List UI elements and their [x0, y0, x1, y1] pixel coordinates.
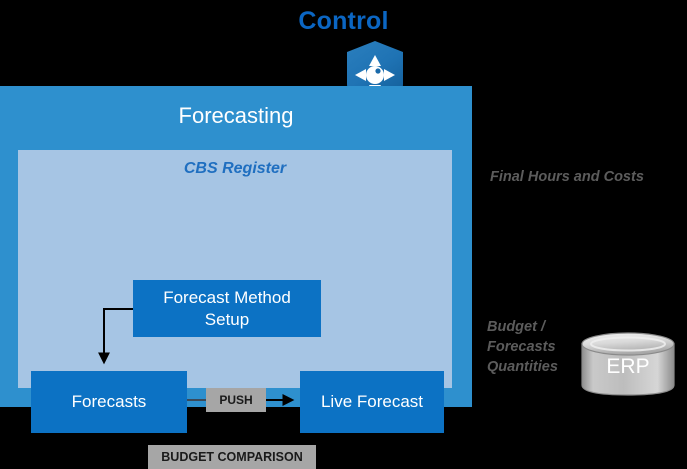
erp-database[interactable]: ERP [578, 331, 678, 399]
forecasting-panel: Forecasting CBS Register Forecas [0, 86, 472, 469]
diagram-canvas: Control Forecasting CBS Register [0, 7, 678, 469]
box-live-forecast[interactable]: Live Forecast [300, 371, 444, 433]
connector-label-push: PUSH [206, 388, 266, 412]
connector-label-budget-comparison-text: BUDGET COMPARISON [161, 450, 303, 464]
box-forecasts[interactable]: Forecasts [31, 371, 187, 433]
annotation-final-hours-and-costs: Final Hours and Costs [490, 169, 644, 185]
connector-label-push-text: PUSH [219, 393, 253, 407]
box-live-forecast-label: Live Forecast [320, 392, 424, 411]
cbs-register-title: CBS Register [183, 160, 287, 177]
forecasting-panel-title: Forecasting [178, 103, 294, 128]
box-forecast-method-setup-label: Forecast Method Setup [163, 287, 291, 329]
box-forecasts-label: Forecasts [71, 392, 147, 411]
annotation-budget-forecasts-quantities: Budget / Forecasts Quantities [487, 317, 573, 377]
database-cylinder-icon [581, 332, 675, 396]
connector-label-budget-comparison: BUDGET COMPARISON [148, 445, 316, 469]
annotation-budget-line-2: Forecasts [487, 339, 556, 355]
erp-label: ERP [606, 355, 650, 378]
annotation-budget-line-1: Budget / [487, 319, 545, 335]
annotation-budget-line-3: Quantities [487, 359, 558, 375]
cbs-register-panel: CBS Register [18, 150, 452, 388]
control-title: Control [298, 7, 389, 35]
box-forecast-method-setup[interactable]: Forecast Method Setup [133, 280, 321, 337]
